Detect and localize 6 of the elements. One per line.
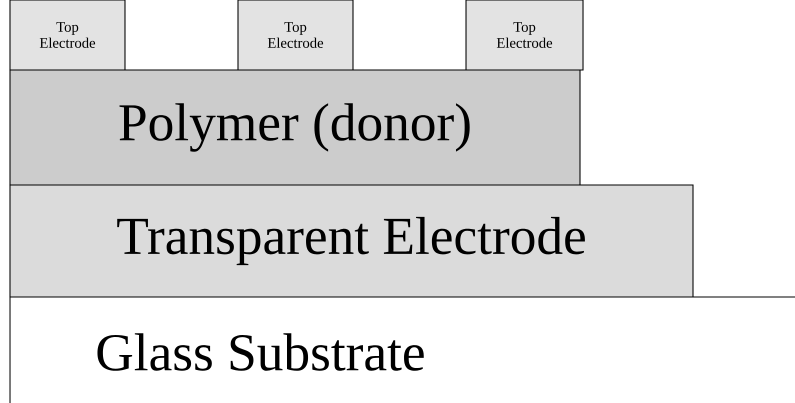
electrode-layer: Top Electrode (465, 0, 584, 71)
electrode-layer: Top Electrode (9, 0, 126, 71)
substrate-layer: Glass Substrate (9, 296, 795, 403)
polymer-layer: Polymer (donor) (9, 69, 581, 186)
electrode-layer: Transparent Electrode (9, 184, 694, 298)
electrode-layer: Top Electrode (237, 0, 354, 71)
